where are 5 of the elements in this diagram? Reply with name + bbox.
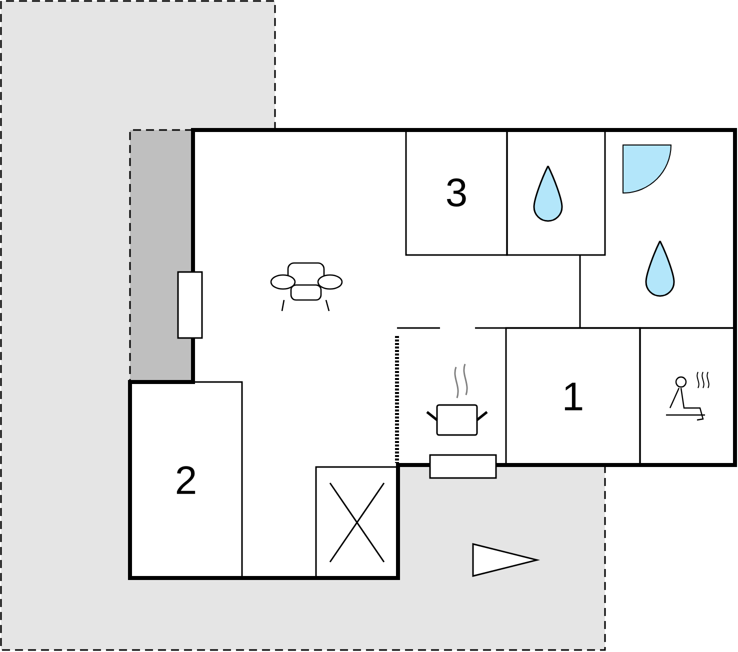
room-number: 3 xyxy=(405,129,508,256)
room-number: 2 xyxy=(129,381,243,579)
room-box xyxy=(506,129,606,256)
room-box xyxy=(639,327,736,466)
room-number: 1 xyxy=(505,327,641,466)
